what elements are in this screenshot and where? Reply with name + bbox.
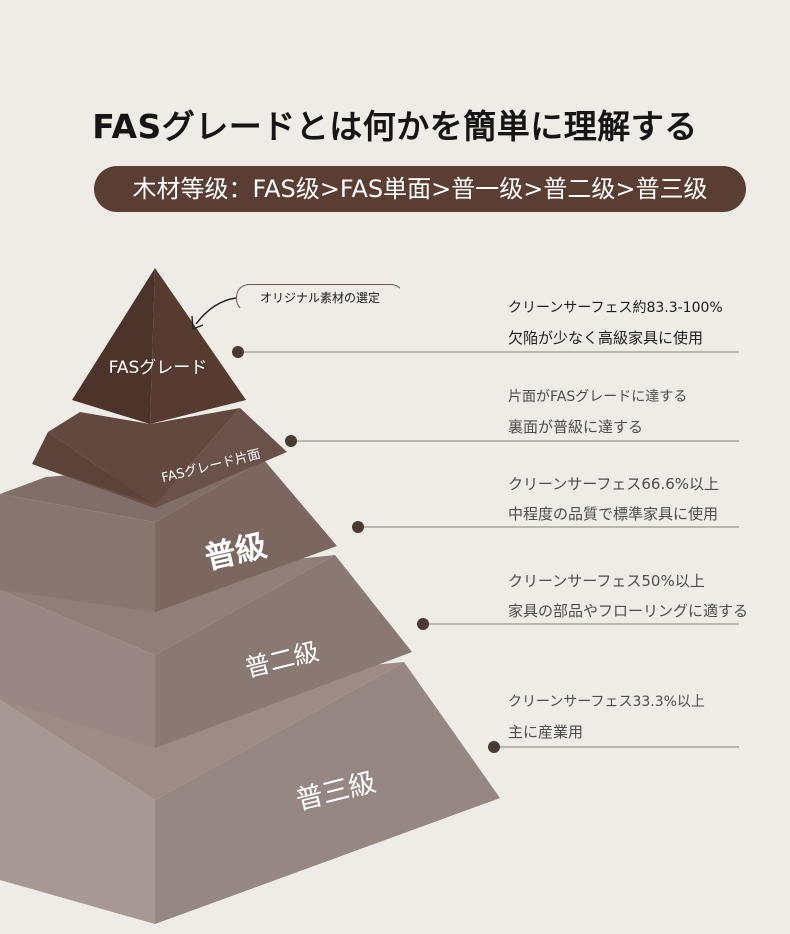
description-grade-2-line1: クリーンサーフェス50%以上 (508, 572, 705, 590)
tier-grade-2-side (0, 590, 155, 748)
description-fas-line1: クリーンサーフェス約83.3-100% (508, 300, 723, 316)
description-grade-2: クリーンサーフェス50%以上 家具の部品やフローリングに適する (508, 571, 790, 621)
description-grade-2-line2: 家具の部品やフローリングに適する (508, 602, 749, 620)
description-fas: クリーンサーフェス約83.3-100% 欠陥が少なく高級家具に使用 (508, 298, 790, 348)
callout-arrow (195, 297, 237, 325)
material-selection-callout: オリジナル素材の選定 (236, 284, 404, 312)
tier-grade-3-side (0, 700, 155, 924)
description-grade-1-line1: クリーンサーフェス66.6%以上 (508, 475, 720, 493)
tier-fas-right-face (150, 268, 246, 424)
tier-fas-one-side-top (48, 408, 240, 505)
connector-1 (232, 346, 739, 358)
description-grade-1-line2: 中程度の品質で標準家具に使用 (508, 505, 719, 523)
description-grade-3-line2: 主に産業用 (508, 723, 584, 741)
tier-fas-label: FASグレード (109, 358, 208, 378)
connector-dot (488, 741, 500, 753)
tier-grade-3: 普三級 (0, 662, 500, 924)
tier-fas: FASグレード (72, 268, 246, 424)
description-fas-one-side-line2: 裏面が普級に達する (508, 418, 644, 436)
connector-5 (488, 741, 739, 753)
connector-4 (417, 618, 739, 630)
connector-dot (285, 435, 297, 447)
connector-2 (285, 435, 739, 447)
description-fas-one-side-line1: 片面がFASグレードに達する (508, 389, 688, 405)
tier-fas-one-side-side (32, 432, 155, 508)
tier-grade-2-front (155, 555, 412, 748)
description-grade-3-line1: クリーンサーフェス33.3%以上 (508, 694, 705, 710)
tier-fas-one-side-front (32, 408, 287, 508)
page-title: FASグレードとは何かを簡単に理解する (92, 107, 698, 146)
connector-dot (352, 521, 364, 533)
connector-dot (232, 346, 244, 358)
description-fas-line2: 欠陥が少なく高級家具に使用 (508, 329, 704, 347)
description-fas-one-side: 片面がFASグレードに達する 裏面が普級に達する (508, 387, 790, 437)
grade-order-banner: 木材等级：FAS级>FAS単面>普一级>普二级>普三级 (94, 166, 746, 212)
callout-arrowhead (191, 315, 204, 331)
tier-grade-1-front (155, 460, 337, 612)
description-grade-1: クリーンサーフェス66.6%以上 中程度の品質で標準家具に使用 (508, 474, 790, 524)
description-grade-3: クリーンサーフェス33.3%以上 主に産業用 (508, 692, 790, 742)
connector-3 (352, 521, 739, 533)
tier-fas-left-face (72, 268, 155, 424)
connector-dot (417, 618, 429, 630)
tier-grade-3-front (155, 662, 500, 924)
tier-grade-1-side (0, 494, 155, 612)
